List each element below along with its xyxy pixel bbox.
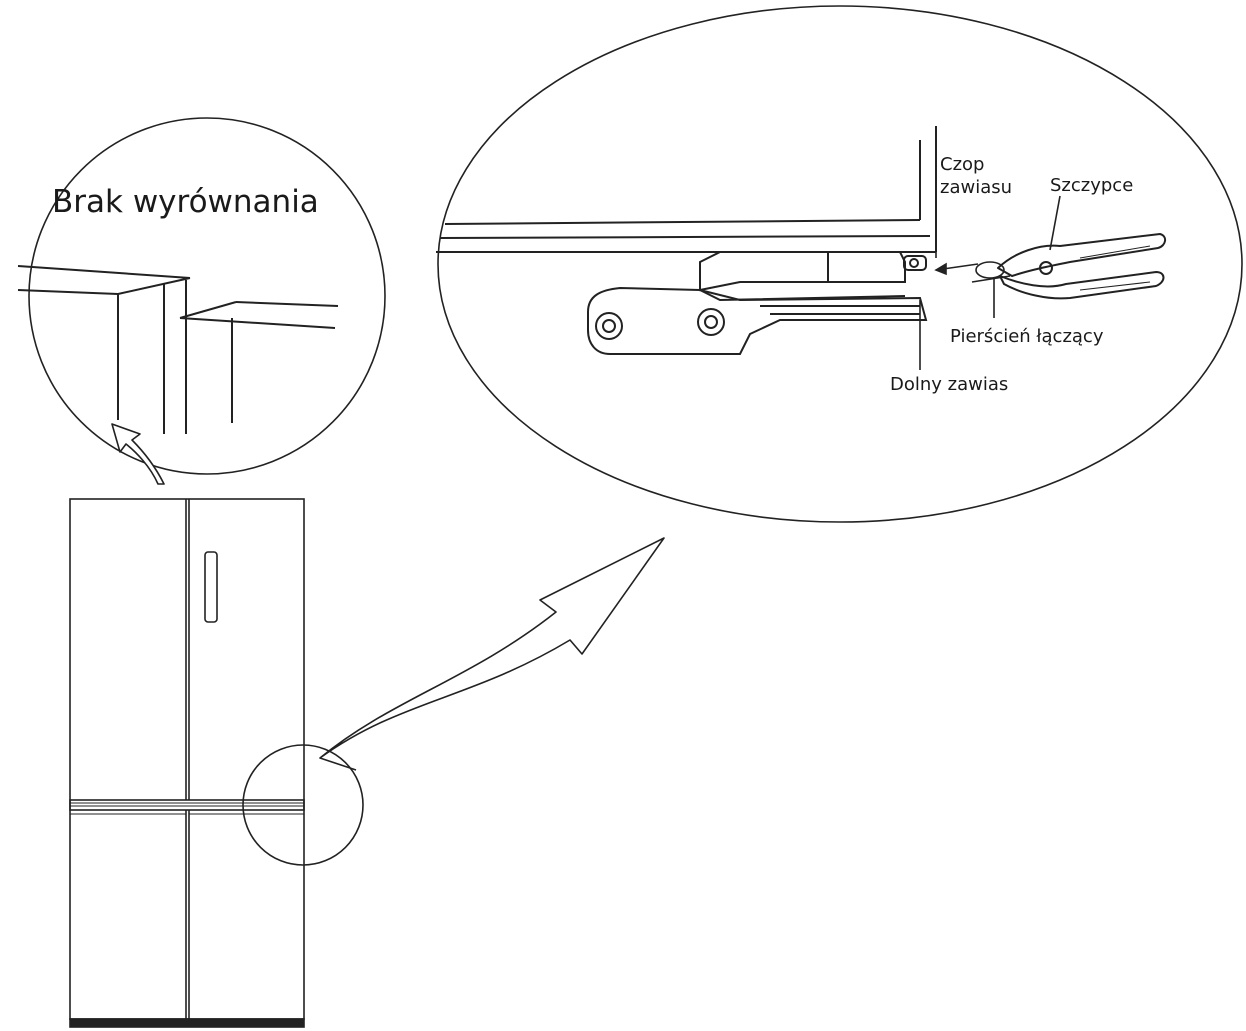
hinge-detail-ellipse — [437, 5, 1243, 523]
right-door-top-detail — [179, 301, 339, 423]
pliers-label: Szczypce — [1050, 175, 1133, 196]
hinge-screw-hole-2 — [697, 308, 725, 336]
hinge-pin-label-line1: Czop — [940, 154, 984, 175]
hinge-screw-hole-1 — [595, 312, 623, 340]
refrigerator-base — [69, 1018, 305, 1028]
refrigerator — [69, 498, 364, 1028]
connecting-ring-icon — [975, 261, 1005, 279]
hinge-detail-callout — [436, 5, 1243, 523]
hinge-zoom-circle — [242, 744, 364, 866]
left-door-top-detail — [17, 265, 191, 434]
bottom-hinge-label: Dolny zawias — [890, 374, 1008, 395]
connecting-ring-label: Pierścień łączący — [950, 326, 1104, 347]
misalignment-callout — [17, 117, 386, 475]
misalignment-circle — [28, 117, 386, 475]
misalignment-pointer-arrow — [111, 423, 165, 485]
middle-band — [69, 799, 305, 811]
pliers-icon — [997, 233, 1166, 300]
hinge-pin — [903, 255, 927, 271]
door-panel-detail — [436, 126, 937, 253]
pliers-leader — [1049, 195, 1061, 251]
lower-hinge-body — [587, 251, 928, 355]
misalignment-label: Brak wyrównania — [52, 184, 319, 220]
door-handle — [204, 551, 218, 623]
hinge-pin-label-line2: zawiasu — [940, 177, 1012, 198]
refrigerator-body — [69, 498, 305, 1020]
hinge-detail-arrow — [319, 537, 665, 759]
